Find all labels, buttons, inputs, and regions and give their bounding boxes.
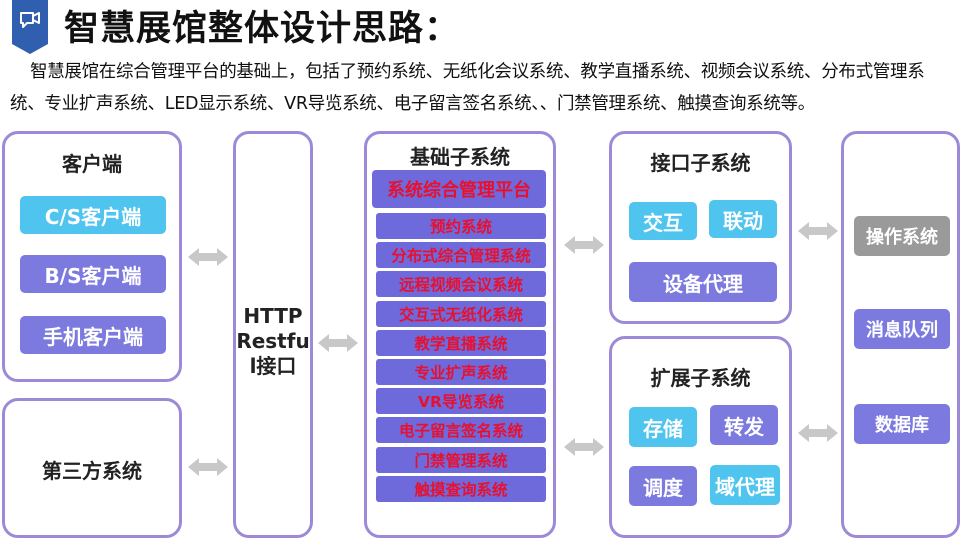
database-chip: 数据库	[854, 404, 950, 444]
storage-chip: 存储	[629, 407, 697, 447]
http-panel: HTTP Restfu l接口	[233, 131, 313, 538]
domain-proxy-chip: 域代理	[710, 465, 780, 505]
double-arrow-icon	[798, 222, 838, 240]
mobile-client-chip: 手机客户端	[20, 316, 166, 354]
os-chip: 操作系统	[854, 216, 950, 256]
base-subsystem-item: 门禁管理系统	[376, 446, 546, 473]
base-subsystem-item: 教学直播系统	[376, 329, 546, 356]
base-subsystem-item: 分布式综合管理系统	[376, 242, 546, 269]
double-arrow-icon	[318, 334, 358, 352]
base-subsystem-item: 交互式无纸化系统	[376, 300, 546, 327]
base-subsystem-item: 预约系统	[376, 213, 546, 239]
interface-subsystem-title: 接口子系统	[650, 151, 751, 175]
linkage-chip: 联动	[709, 200, 777, 238]
extension-subsystem-title: 扩展子系统	[650, 366, 751, 390]
device-proxy-chip: 设备代理	[629, 262, 777, 302]
http-line-1: HTTP	[243, 304, 303, 328]
client-panel-title: 客户端	[62, 152, 122, 176]
http-line-3: l接口	[249, 354, 297, 378]
base-subsystem-title: 基础子系统	[410, 145, 510, 169]
base-subsystem-item: 触摸查询系统	[376, 475, 546, 502]
double-arrow-icon	[564, 438, 604, 456]
header-badge	[12, 0, 48, 54]
double-arrow-icon	[798, 424, 838, 442]
cs-client-chip: C/S客户端	[20, 196, 166, 234]
base-subsystem-panel: 基础子系统 系统综合管理平台 预约系统分布式综合管理系统远程视频会议系统交互式无…	[364, 131, 556, 538]
page-description: 智慧展馆在综合管理平台的基础上，包括了预约系统、无纸化会议系统、教学直播系统、视…	[10, 62, 925, 114]
schedule-chip: 调度	[629, 466, 697, 506]
video-chat-icon	[20, 12, 40, 28]
double-arrow-icon	[564, 236, 604, 254]
double-arrow-icon	[188, 248, 228, 266]
client-panel: 客户端 C/S客户端 B/S客户端 手机客户端	[2, 131, 182, 382]
third-party-title: 第三方系统	[42, 459, 142, 483]
extension-subsystem-panel: 扩展子系统 存储 转发 调度 域代理	[609, 336, 792, 538]
base-subsystem-item: 电子留言签名系统	[376, 417, 546, 444]
http-line-2: Restfu	[236, 329, 310, 353]
infrastructure-panel: 操作系统 消息队列 数据库	[841, 131, 960, 538]
forward-chip: 转发	[710, 405, 778, 445]
double-arrow-icon	[188, 458, 228, 476]
third-party-panel: 第三方系统	[2, 398, 182, 538]
message-queue-chip: 消息队列	[854, 309, 950, 349]
page-title: 智慧展馆整体设计思路：	[64, 9, 461, 49]
base-subsystem-item: 远程视频会议系统	[376, 271, 546, 298]
interaction-chip: 交互	[629, 202, 697, 240]
base-subsystem-item: 专业扩声系统	[376, 359, 546, 385]
base-subsystem-item: VR导览系统	[376, 388, 546, 415]
interface-subsystem-panel: 接口子系统 交互 联动 设备代理	[609, 131, 792, 324]
http-label: HTTP Restfu l接口	[228, 304, 318, 379]
bs-client-chip: B/S客户端	[20, 255, 166, 293]
base-main-platform: 系统综合管理平台	[372, 170, 546, 208]
